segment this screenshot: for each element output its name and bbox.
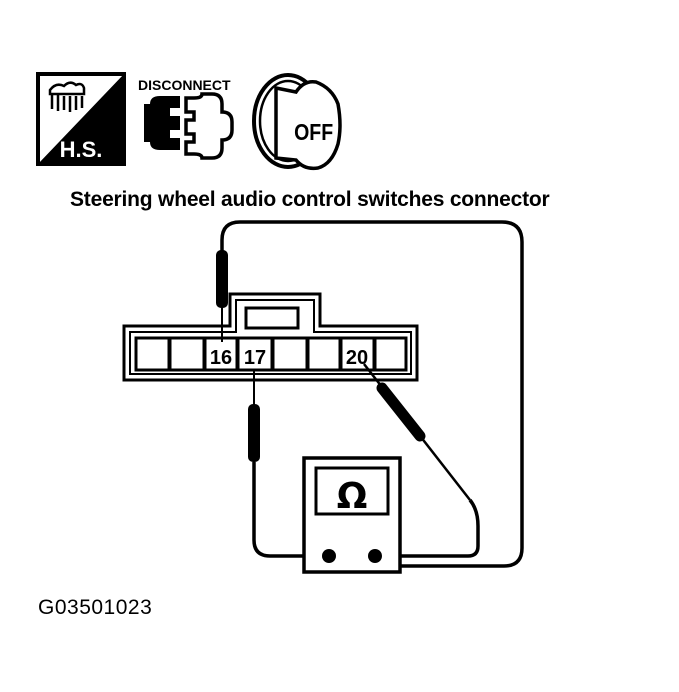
icon-row: H.S. DISCONNECT OFF bbox=[36, 72, 342, 171]
ohmmeter: Ω bbox=[302, 456, 402, 574]
meter-terminal-right bbox=[368, 549, 382, 563]
hs-label: H.S. bbox=[60, 137, 103, 162]
hot-shop-ignition-icon: H.S. bbox=[36, 72, 126, 166]
meter-terminal-left bbox=[322, 549, 336, 563]
off-label: OFF bbox=[294, 120, 333, 146]
figure-id: G03501023 bbox=[38, 596, 153, 619]
pin-20-label: 20 bbox=[346, 347, 368, 369]
probe-pin-17 bbox=[248, 370, 330, 558]
pin-16-label: 16 bbox=[210, 347, 232, 369]
connector-latch bbox=[244, 306, 300, 330]
probe-pin-16 bbox=[216, 250, 228, 342]
connector-pins bbox=[134, 336, 408, 372]
connector-disconnect-icon: DISCONNECT bbox=[138, 77, 234, 160]
probe-pin-20 bbox=[363, 363, 480, 558]
pin-17-label: 17 bbox=[244, 347, 266, 369]
ohm-symbol: Ω bbox=[337, 476, 368, 517]
disconnect-label: DISCONNECT bbox=[138, 77, 231, 93]
diagram-title: Steering wheel audio control switches co… bbox=[70, 188, 550, 211]
connector-housing bbox=[122, 292, 419, 382]
ignition-key-off-icon: OFF bbox=[252, 73, 342, 171]
wire-16-loop bbox=[220, 220, 524, 568]
